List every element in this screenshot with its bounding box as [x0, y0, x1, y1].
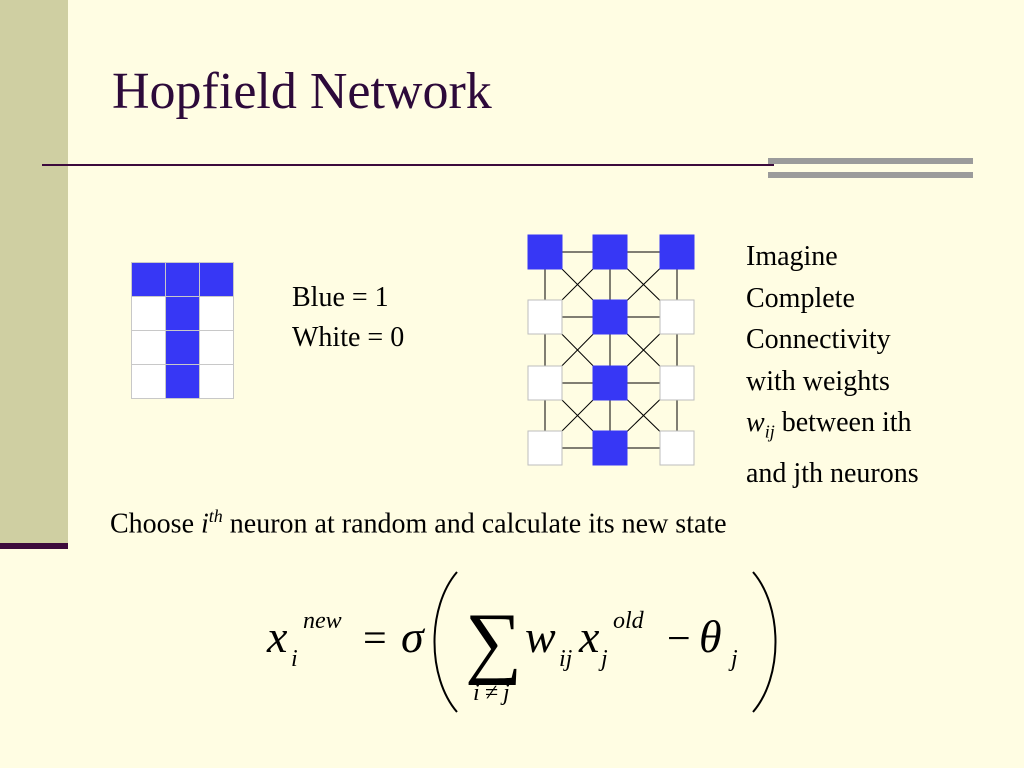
legend-blue: Blue = 1: [292, 282, 389, 313]
formula-minus: −: [667, 616, 691, 662]
formula-sum: ∑: [465, 598, 522, 686]
connectivity-note: Imagine Complete Connectivity with weigh…: [746, 236, 919, 495]
side-accent: [0, 543, 68, 549]
neuron-node: [659, 299, 695, 335]
note-line-3: Connectivity: [746, 324, 891, 355]
formula-w-sub: ij: [559, 646, 573, 672]
neuron-node: [592, 430, 628, 466]
grid-cell: [131, 364, 166, 399]
legend-white: White = 0: [292, 322, 405, 353]
note-line-2: Complete: [746, 282, 855, 314]
note-line-4: with weights: [746, 365, 890, 397]
neuron-node: [592, 365, 628, 401]
formula-sub-j: j: [598, 646, 608, 672]
grid-cell: [131, 262, 166, 297]
formula-theta: θ: [699, 611, 722, 662]
formula-sum-sub-i: i: [473, 680, 480, 706]
t-pattern-grid: [131, 262, 234, 399]
grid-cell: [165, 330, 200, 365]
neuron-node: [659, 234, 695, 270]
note-line-6: and jth neurons: [746, 458, 919, 490]
formula-sum-sub-ne: ≠: [485, 680, 498, 706]
neuron-node: [659, 430, 695, 466]
neuron-node: [527, 299, 563, 335]
choose-i: i: [201, 508, 209, 540]
update-rule-text: Choose ith neuron at random and calculat…: [110, 506, 727, 540]
grid-cell: [165, 262, 200, 297]
formula-left-paren: [433, 571, 458, 713]
formula-x-old: x: [578, 611, 600, 662]
choose-th: th: [208, 506, 223, 526]
divider-accent: [768, 158, 973, 178]
grid-cell: [165, 296, 200, 331]
grid-cell: [165, 364, 200, 399]
weight-symbol: w: [746, 407, 765, 438]
neuron-node: [659, 365, 695, 401]
grid-cell: [199, 330, 234, 365]
formula-sup-new: new: [303, 608, 342, 634]
grid-cell: [199, 262, 234, 297]
side-band: [0, 0, 68, 543]
note-line-5-rest: between ith: [774, 407, 912, 438]
formula-x: x: [266, 611, 288, 662]
formula-sub-i: i: [291, 646, 298, 672]
grid-cell: [199, 296, 234, 331]
neuron-node: [527, 365, 563, 401]
formula-theta-sub: j: [728, 646, 738, 672]
slide-title: Hopfield Network: [112, 63, 492, 120]
formula-sum-sub-j: j: [500, 680, 510, 706]
formula-equals: =: [363, 616, 387, 662]
neuron-node: [592, 299, 628, 335]
note-line-5: wij between ith: [746, 402, 919, 453]
neuron-node: [592, 234, 628, 270]
title-divider: [42, 164, 774, 166]
weight-subscript: ij: [764, 421, 775, 442]
choose-suffix: neuron at random and calculate its new s…: [222, 508, 727, 540]
note-line-1: Imagine: [746, 241, 838, 272]
formula-w: w: [525, 611, 556, 662]
neuron-network-diagram: [527, 234, 695, 466]
formula-sup-old: old: [613, 608, 645, 634]
neuron-node: [527, 430, 563, 466]
color-legend: Blue = 1 White = 0: [292, 278, 404, 358]
formula-right-paren: [752, 571, 777, 713]
update-formula: x i new = σ ∑ i ≠ j w ij x j old − θ j: [266, 571, 777, 713]
grid-cell: [199, 364, 234, 399]
grid-cell: [131, 296, 166, 331]
neuron-node: [527, 234, 563, 270]
formula-sigma: σ: [401, 611, 426, 662]
choose-prefix: Choose: [110, 508, 201, 540]
grid-cell: [131, 330, 166, 365]
